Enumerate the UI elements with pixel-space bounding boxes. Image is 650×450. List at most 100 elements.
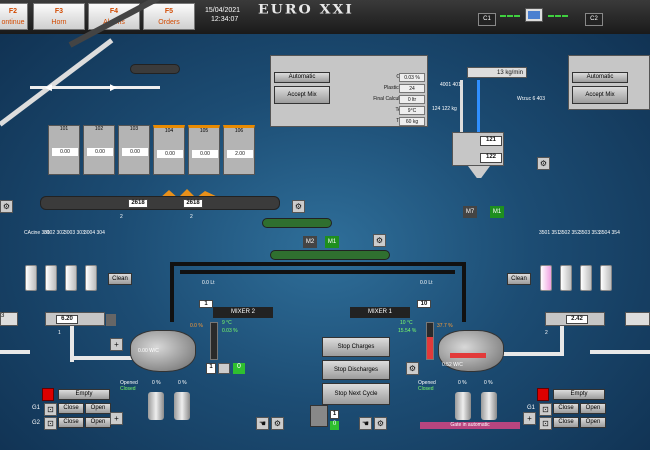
f2-label: ontinue <box>1 19 25 26</box>
left-lock-icon[interactable] <box>42 388 54 401</box>
flow-display[interactable]: 13 kg/min <box>467 67 527 78</box>
motor-m7[interactable]: M7 <box>463 206 477 218</box>
stop-discharges-button[interactable]: Stop Discharges <box>322 360 390 380</box>
mixer-2-gate-2[interactable] <box>174 392 190 420</box>
weighing-belt <box>40 196 280 210</box>
transfer-belt-upper <box>262 218 332 228</box>
left-gate-add-icon[interactable]: + <box>110 412 123 425</box>
left-g2-open-button[interactable]: Open <box>85 417 111 428</box>
mixer-2-gate-1[interactable] <box>148 392 164 420</box>
left-gear-icon[interactable]: ⚙ <box>271 417 284 430</box>
automatic-button[interactable]: Automatic <box>274 72 330 83</box>
water-label-3: 124 122 kg <box>432 106 457 112</box>
right-gate-add-icon[interactable]: + <box>523 412 536 425</box>
left-settings-icon[interactable]: ⚙ <box>0 200 13 213</box>
center-display-1: 1 <box>330 410 339 419</box>
cell-id: 102 <box>94 126 104 132</box>
right-gear-icon[interactable]: ⚙ <box>374 417 387 430</box>
mixer-2-output: 0 <box>233 363 245 374</box>
mixer-1-settings-icon[interactable]: ⚙ <box>406 362 419 375</box>
accept-mix-button[interactable]: Accept Mix <box>274 86 330 104</box>
silo-301-label: CAcine 301 <box>24 230 50 236</box>
mixer-2-percent: 0.0 % <box>190 323 203 329</box>
cell-id: 104 <box>164 128 174 134</box>
motor-m1[interactable]: M1 <box>490 206 504 218</box>
silo-354[interactable] <box>600 265 612 291</box>
controller-c2-icon[interactable]: C2 <box>585 13 603 26</box>
left-g2-lock-icon[interactable]: ⊡ <box>44 417 57 430</box>
silo-303[interactable] <box>65 265 77 291</box>
mixer-1-gate1-pct: 0 % <box>458 380 467 386</box>
mixer-1-level-bar <box>426 322 434 360</box>
right-empty-button[interactable]: Empty <box>553 389 605 400</box>
right-g1-lock-icon[interactable]: ⊡ <box>539 403 552 416</box>
right-hand-icon[interactable]: ☚ <box>359 417 372 430</box>
link-icon-2 <box>548 15 568 23</box>
right-g2-lock-icon[interactable]: ⊡ <box>539 417 552 430</box>
right-g1-open-button[interactable]: Open <box>580 403 606 414</box>
silo-353[interactable] <box>580 265 592 291</box>
controller-c1-icon[interactable]: C1 <box>478 13 496 26</box>
motor-m2[interactable]: M2 <box>303 236 317 248</box>
stop-next-cycle-button[interactable]: Stop Next Cycle <box>322 383 390 405</box>
silo-302[interactable] <box>45 265 57 291</box>
f5-label: Orders <box>158 19 180 26</box>
automatic-button-2[interactable]: Automatic <box>572 72 628 83</box>
left-empty-button[interactable]: Empty <box>58 389 110 400</box>
silo-301[interactable] <box>25 265 37 291</box>
water-label-2: Wrzuc 6 403 <box>517 96 545 102</box>
motor-m1-center[interactable]: M1 <box>325 236 339 248</box>
computer-icon[interactable] <box>525 8 543 22</box>
mixer-2-wc: 0.00 W/C <box>138 348 159 354</box>
left-g2-close-button[interactable]: Close <box>58 417 84 428</box>
mixer-2[interactable] <box>130 330 196 372</box>
right-clean-button[interactable]: Clean <box>507 273 531 285</box>
right-g2-close-button[interactable]: Close <box>553 417 579 428</box>
belt-label-2: 2 <box>190 214 193 220</box>
belt-label-1: 2 <box>120 214 123 220</box>
mixer-2-hand-icon[interactable] <box>218 363 230 374</box>
feed-pipe-right <box>462 262 466 322</box>
silo-351[interactable] <box>540 265 552 291</box>
gate-status-banner: Gate in automatic <box>420 422 520 429</box>
silo-352[interactable] <box>560 265 572 291</box>
silo-351-label: 3501 351 <box>539 230 560 236</box>
belt-settings-icon[interactable]: ⚙ <box>292 200 305 213</box>
right-lock-icon[interactable] <box>537 388 549 401</box>
right-circle-label: 2 <box>545 330 548 336</box>
left-valve-icon[interactable] <box>106 314 116 326</box>
silo-304[interactable] <box>85 265 97 291</box>
left-g1-label: G1 <box>32 405 41 411</box>
mixer-1-gate-1[interactable] <box>455 392 471 420</box>
mixer-1-gate-2[interactable] <box>481 392 497 420</box>
left-g1-lock-icon[interactable]: ⊡ <box>44 403 57 416</box>
mixer-2-temp: 9 °C <box>222 320 232 326</box>
silo-304-label: 3004 304 <box>84 230 105 236</box>
accept-mix-button-2[interactable]: Accept Mix <box>572 86 628 104</box>
left-hand-icon[interactable]: ☚ <box>256 417 269 430</box>
mixer-1[interactable] <box>438 330 504 372</box>
left-g1-open-button[interactable]: Open <box>85 403 111 414</box>
center-valve-icon[interactable] <box>310 405 328 427</box>
right-g1-close-button[interactable]: Close <box>553 403 579 414</box>
left-g1-close-button[interactable]: Close <box>58 403 84 414</box>
right-g2-open-button[interactable]: Open <box>580 417 606 428</box>
stop-charges-button[interactable]: Stop Charges <box>322 337 390 357</box>
left-mixer-add-icon[interactable]: + <box>110 338 123 351</box>
left-clean-button[interactable]: Clean <box>108 273 132 285</box>
right-closed-label: Closed <box>418 386 434 392</box>
transfer-settings-icon[interactable]: ⚙ <box>373 234 386 247</box>
cell-value: 0.00 <box>52 148 78 156</box>
cell-id: 103 <box>129 126 139 132</box>
left-additive-scale: 6.20 <box>45 312 105 326</box>
water-settings-icon[interactable]: ⚙ <box>537 157 550 170</box>
